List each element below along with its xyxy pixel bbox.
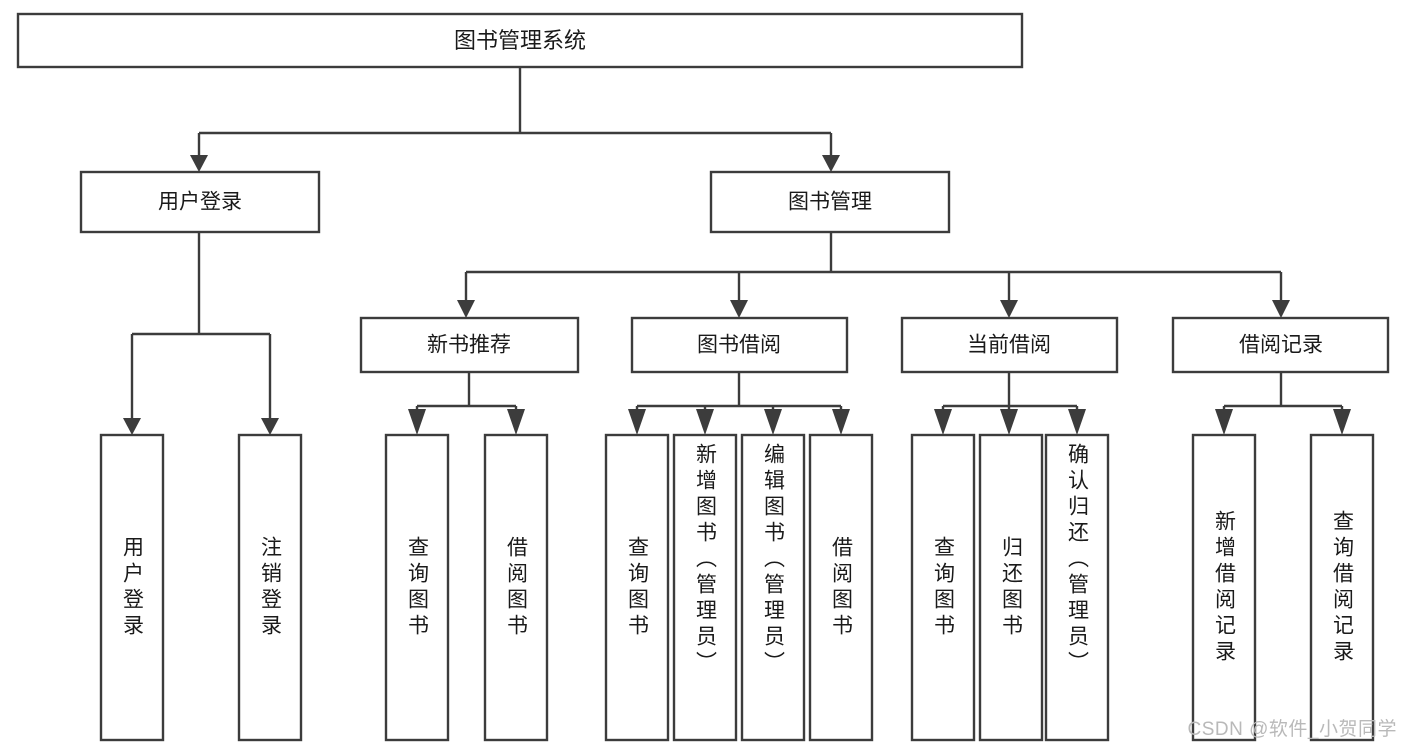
- arrow-leaf-return-book: [1000, 409, 1018, 435]
- node-book-manage-label: 图书管理: [788, 191, 872, 214]
- connector-group-book-borrow-to-leaves: [628, 372, 850, 435]
- arrow-leaf-add-book: [696, 409, 714, 435]
- arrow-book-borrow: [730, 300, 748, 318]
- leaf-query-record-box[interactable]: [1309, 433, 1375, 742]
- node-book-borrow-label: 图书借阅: [697, 334, 781, 357]
- leaf-query-book-2-box[interactable]: [604, 433, 670, 742]
- arrow-leaf-edit-book: [764, 409, 782, 435]
- node-root[interactable]: 图书管理系统: [16, 12, 1024, 69]
- arrow-leaf-query-book-1: [408, 409, 426, 435]
- arrow-leaf-query-record: [1333, 409, 1351, 435]
- arrow-book-manage: [822, 155, 840, 172]
- node-borrow-record-box[interactable]: [1171, 316, 1390, 374]
- node-book-manage-box[interactable]: [709, 170, 951, 234]
- node-current-borrow-label: 当前借阅: [967, 334, 1051, 357]
- arrow-current-borrow: [1000, 300, 1018, 318]
- leaf-edit-book-box[interactable]: [740, 433, 806, 742]
- leaf-confirm-return-box[interactable]: [1044, 433, 1110, 742]
- connector-group-current-borrow-to-leaves: [934, 372, 1086, 435]
- leaf-add-record-box[interactable]: [1191, 433, 1257, 742]
- arrow-leaf-borrow-book-1: [507, 409, 525, 435]
- leaf-query-book-3-box[interactable]: [910, 433, 976, 742]
- node-new-book-recommend-label: 新书推荐: [427, 334, 511, 357]
- arrow-leaf-query-book-3: [934, 409, 952, 435]
- connector-group-book-manage-to-level2: [457, 232, 1290, 318]
- connector-group-borrow-record-to-leaves: [1215, 372, 1351, 435]
- arrow-leaf-add-record: [1215, 409, 1233, 435]
- node-user-login[interactable]: 用户登录: [79, 170, 321, 234]
- node-root-label: 图书管理系统: [454, 28, 586, 53]
- node-root-box[interactable]: [16, 12, 1024, 69]
- leaf-borrow-book-1-box[interactable]: [483, 433, 549, 742]
- arrow-new-book-recommend: [457, 300, 475, 318]
- node-borrow-record-label: 借阅记录: [1239, 334, 1323, 357]
- node-current-borrow-box[interactable]: [900, 316, 1119, 374]
- node-new-book-recommend-box[interactable]: [359, 316, 580, 374]
- node-user-login-box[interactable]: [79, 170, 321, 234]
- node-current-borrow[interactable]: 当前借阅: [900, 316, 1119, 374]
- arrow-leaf-user-login: [123, 418, 141, 435]
- connector-group-user-login-to-leaves: [123, 232, 279, 435]
- node-book-borrow[interactable]: 图书借阅: [630, 316, 849, 374]
- leaf-user-login-box[interactable]: [99, 433, 165, 742]
- leaf-return-book-box[interactable]: [978, 433, 1044, 742]
- arrow-leaf-borrow-book-2: [832, 409, 850, 435]
- arrow-user-login: [190, 155, 208, 172]
- arrow-borrow-record: [1272, 300, 1290, 318]
- leaf-borrow-book-2-box[interactable]: [808, 433, 874, 742]
- node-book-manage[interactable]: 图书管理: [709, 170, 951, 234]
- connector-group-new-book-recommend-to-leaves: [408, 372, 525, 435]
- leaf-query-book-1-box[interactable]: [384, 433, 450, 742]
- leaf-user-logout-box[interactable]: [237, 433, 303, 742]
- arrow-leaf-confirm-return: [1068, 409, 1086, 435]
- connector-group-root-to-level1: [190, 67, 840, 172]
- leaf-boxes: [99, 433, 1375, 742]
- node-borrow-record[interactable]: 借阅记录: [1171, 316, 1390, 374]
- node-user-login-label: 用户登录: [158, 191, 242, 214]
- node-new-book-recommend[interactable]: 新书推荐: [359, 316, 580, 374]
- node-book-borrow-box[interactable]: [630, 316, 849, 374]
- leaf-add-book-box[interactable]: [672, 433, 738, 742]
- arrow-leaf-query-book-2: [628, 409, 646, 435]
- arrow-leaf-user-logout: [261, 418, 279, 435]
